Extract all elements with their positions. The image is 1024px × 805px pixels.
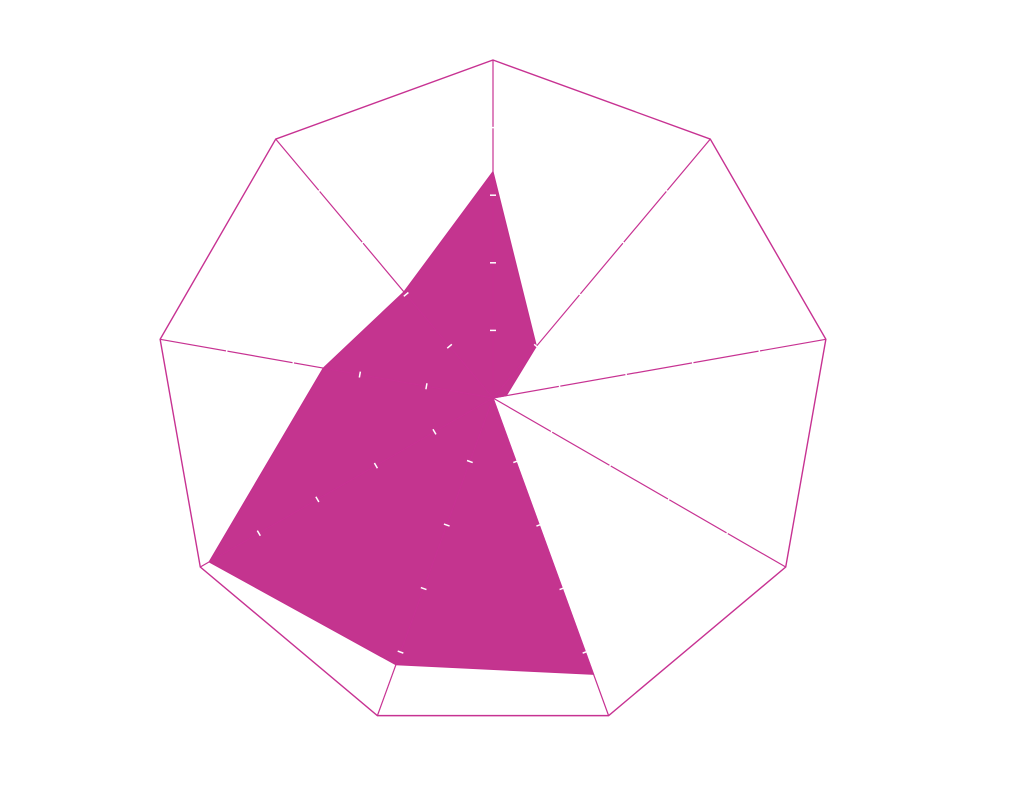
radar-tick-3-2 [607, 462, 613, 469]
radar-spoke-5 [376, 397, 494, 716]
radar-tick-5-4 [397, 650, 404, 654]
radar-outer-border [159, 59, 827, 717]
radar-tick-4-1 [513, 459, 520, 464]
radar-tick-1-1 [533, 343, 540, 349]
radar-spoke-2 [492, 338, 826, 399]
radar-spoke-4 [492, 397, 610, 716]
radar-tick-5-2 [443, 523, 450, 527]
radar-tick-8-4 [316, 188, 322, 194]
radar-spoke-3 [492, 397, 787, 568]
radar-data-area [208, 170, 595, 675]
radar-grid [159, 59, 827, 717]
radar-tick-6-1 [432, 428, 437, 435]
radar-tick-7-3 [292, 359, 295, 366]
radar-tick-4-4 [582, 650, 589, 654]
radar-tick-2-2 [624, 371, 628, 378]
radar-tick-8-2 [403, 291, 409, 297]
radar-tick-6-2 [373, 462, 379, 469]
radar-tick-7-1 [425, 383, 428, 390]
radar-tick-8-1 [446, 343, 453, 349]
radar-tick-3-4 [725, 530, 730, 537]
radar-tick-8-3 [359, 240, 366, 246]
radar-spoke-1 [492, 138, 711, 399]
radar-tick-1-3 [620, 240, 627, 246]
radar-tick-6-3 [315, 496, 320, 503]
radar-tick-1-4 [664, 188, 670, 194]
radar-tick-7-4 [225, 347, 228, 355]
radar-spoke-6 [199, 397, 494, 568]
radar-tick-5-1 [466, 459, 473, 464]
radar-tick-2-4 [758, 347, 761, 355]
radar-tick-3-1 [549, 428, 554, 435]
radar-tick-2-1 [558, 383, 561, 390]
radar-spoke-7 [160, 338, 494, 399]
radar-tick-1-2 [577, 291, 583, 297]
radar-tick-6-4 [256, 530, 261, 537]
radar-tick-4-2 [536, 523, 543, 527]
radar-tick-2-3 [691, 359, 694, 366]
radar-tick-3-3 [666, 496, 671, 503]
radar-series [208, 170, 595, 675]
radar-tick-7-2 [358, 371, 362, 378]
radar-tick-4-3 [559, 586, 566, 591]
radar-tick-5-3 [420, 586, 427, 591]
radar-spoke-8 [275, 138, 494, 399]
